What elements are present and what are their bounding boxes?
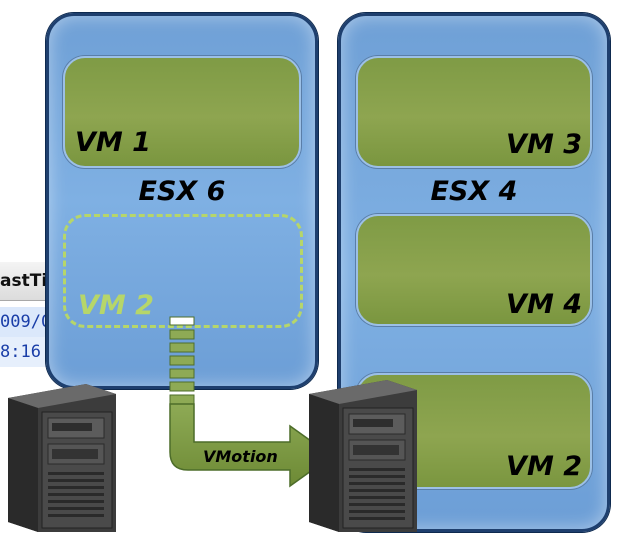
host-label: ESX 6 [138, 176, 226, 207]
vm-label: VM 2 [78, 290, 154, 321]
vm-label: VM 3 [506, 129, 582, 160]
vmotion-label: VMotion [203, 447, 278, 466]
vm-box-vm2-source: VM 2 [63, 214, 303, 328]
vm-box-vm1: VM 1 [63, 56, 301, 168]
vm-label: VM 1 [75, 127, 151, 158]
server-tower-icon [309, 380, 421, 532]
vmotion-path-segment [169, 316, 195, 405]
vm-box-vm4: VM 4 [356, 214, 592, 326]
server-tower-icon [8, 384, 120, 532]
vm-box-vm3: VM 3 [356, 56, 592, 168]
vm-label: VM 4 [506, 289, 582, 320]
host-label: ESX 4 [430, 176, 518, 207]
vm-label: VM 2 [506, 451, 582, 482]
